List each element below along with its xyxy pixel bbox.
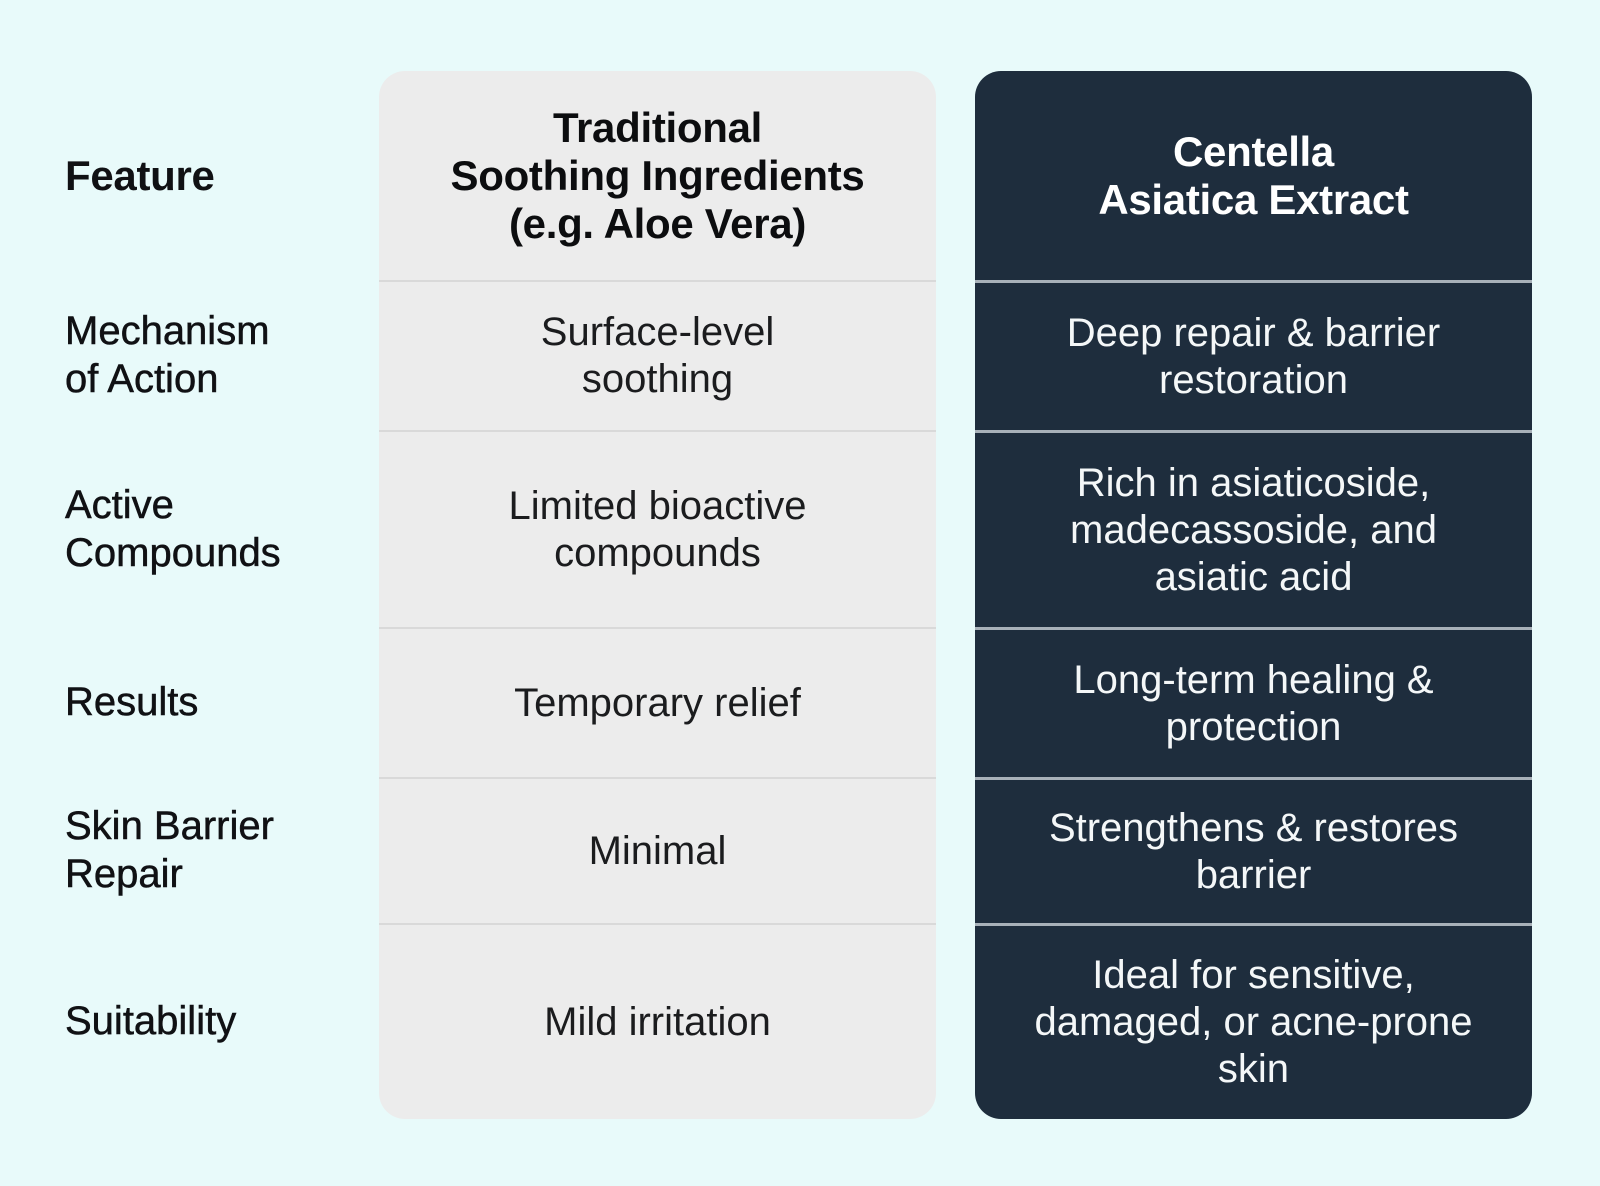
feature-label-suitability: Suitability — [65, 999, 237, 1044]
centella-cell-compounds: Rich in asiaticoside, madecassoside, and… — [975, 430, 1532, 627]
feature-label-active-compounds: Active Compounds — [65, 482, 281, 575]
traditional-cell-compounds: Limited bioactive compounds — [379, 430, 936, 627]
traditional-column: Traditional Soothing Ingredients (e.g. A… — [379, 71, 936, 1119]
centella-cell-suitability: Ideal for sensitive, damaged, or acne-pr… — [975, 923, 1532, 1119]
traditional-cell-barrier: Minimal — [379, 777, 936, 923]
feature-column: Feature Mechanism of Action Active Compo… — [65, 71, 365, 1119]
centella-column: Centella Asiatica Extract Deep repair & … — [975, 71, 1532, 1119]
feature-label-mechanism-of-action: Mechanism of Action — [65, 309, 270, 402]
feature-label-skin-barrier-repair: Skin Barrier Repair — [65, 804, 274, 897]
feature-column-header: Feature — [65, 151, 215, 199]
centella-cell-barrier: Strengthens & restores barrier — [975, 777, 1532, 923]
centella-cell-results: Long-term healing & protection — [975, 627, 1532, 777]
traditional-cell-results: Temporary relief — [379, 627, 936, 777]
traditional-cell-mechanism: Surface-level soothing — [379, 280, 936, 430]
centella-column-header: Centella Asiatica Extract — [1098, 127, 1409, 223]
traditional-cell-suitability: Mild irritation — [379, 923, 936, 1119]
centella-cell-mechanism: Deep repair & barrier restoration — [975, 280, 1532, 430]
feature-label-results: Results — [65, 680, 199, 725]
traditional-column-header: Traditional Soothing Ingredients (e.g. A… — [450, 103, 865, 247]
